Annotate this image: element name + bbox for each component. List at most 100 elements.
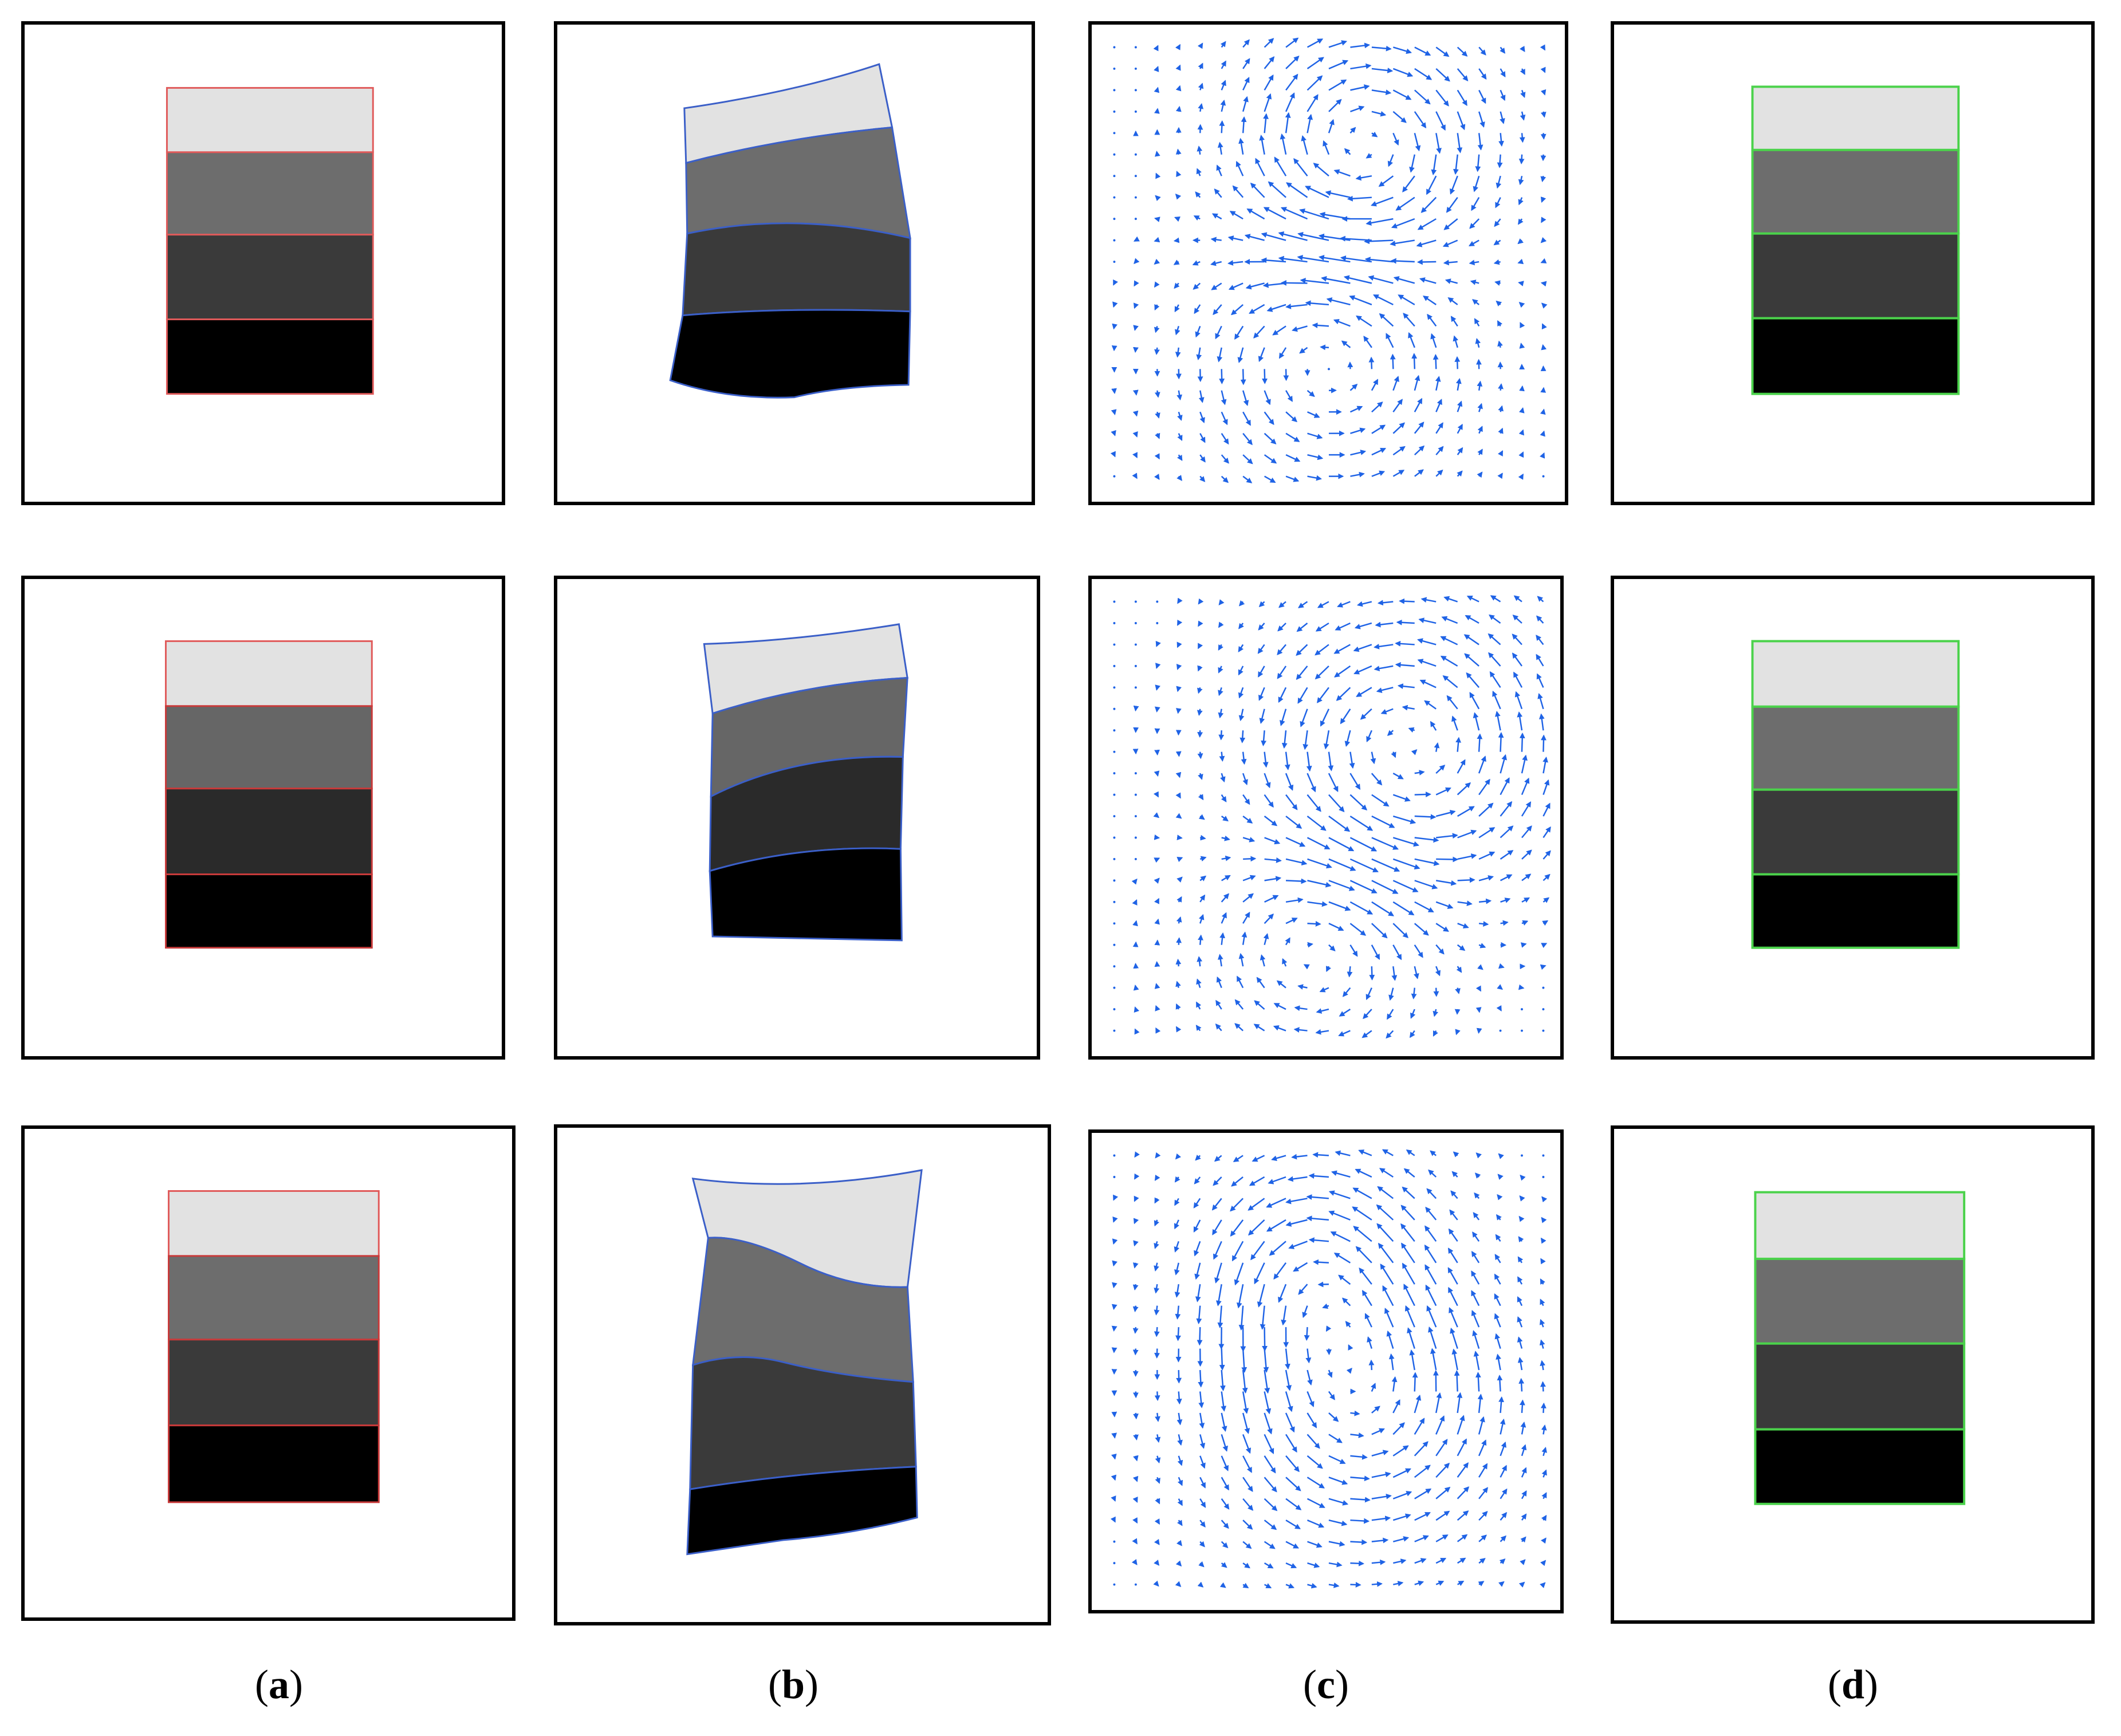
field-arrow — [1426, 175, 1437, 195]
field-arrow — [1500, 801, 1513, 817]
field-arrow — [1518, 301, 1525, 308]
field-arrow — [1112, 323, 1117, 330]
field-arrow — [1500, 825, 1514, 839]
field-arrow — [1371, 447, 1387, 456]
field-arrow — [1266, 304, 1286, 312]
field-arrow — [1280, 708, 1287, 726]
field-arrow — [1447, 1267, 1458, 1285]
field-arrow — [1386, 1330, 1394, 1349]
field-dot — [1134, 643, 1137, 646]
field-arrow — [1518, 1215, 1525, 1222]
field-arrow — [1242, 773, 1248, 786]
field-arrow — [1471, 1270, 1480, 1285]
field-arrow — [1175, 1003, 1181, 1010]
field-arrow — [1368, 275, 1394, 284]
field-arrow — [1398, 294, 1415, 306]
field-arrow — [1465, 615, 1479, 624]
field-arrow — [1392, 815, 1416, 824]
registered-layers-d-row2 — [1751, 640, 1960, 949]
field-dot — [1113, 622, 1116, 624]
field-arrow — [1284, 751, 1290, 770]
field-arrow — [1391, 218, 1415, 229]
field-arrow — [1478, 755, 1486, 774]
field-arrow — [1356, 601, 1372, 607]
field-arrow — [1392, 376, 1399, 391]
field-arrow — [1297, 601, 1308, 608]
field-arrow — [1542, 897, 1550, 903]
field-arrow — [1242, 475, 1253, 483]
field-arrow — [1278, 601, 1286, 608]
field-arrow — [1499, 1558, 1506, 1565]
field-arrow — [1521, 1490, 1527, 1499]
field-arrow — [1500, 46, 1506, 54]
field-arrow — [1264, 1477, 1277, 1493]
field-arrow — [1131, 1559, 1138, 1565]
field-arrow — [1113, 279, 1119, 286]
field-dot — [1328, 368, 1330, 371]
field-arrow — [1302, 730, 1309, 750]
field-arrow — [1414, 46, 1431, 56]
field-arrow — [1350, 42, 1371, 49]
field-arrow — [1174, 1262, 1180, 1276]
field-arrow — [1414, 770, 1425, 776]
field-arrow — [1291, 1154, 1308, 1160]
field-arrow — [1435, 966, 1441, 977]
field-arrow — [1349, 127, 1356, 134]
field-arrow — [1274, 156, 1287, 176]
field-arrow — [1435, 422, 1443, 434]
field-arrow — [1521, 777, 1530, 796]
panel-d-row1 — [1611, 21, 2095, 505]
field-arrow — [1199, 475, 1206, 482]
field-arrow — [1307, 816, 1327, 831]
field-arrow — [1371, 1428, 1385, 1435]
field-dot — [1113, 965, 1116, 968]
field-arrow — [1393, 1581, 1404, 1587]
field-arrow — [1199, 1412, 1205, 1429]
field-arrow — [1297, 687, 1308, 704]
panel-d-row3 — [1611, 1125, 2095, 1624]
field-arrow — [1498, 1153, 1504, 1159]
field-arrow — [1175, 813, 1182, 819]
field-arrow — [1435, 1510, 1450, 1521]
field-arrow — [1520, 942, 1527, 948]
field-arrow — [1404, 1305, 1415, 1328]
field-arrow — [1541, 323, 1547, 330]
field-arrow — [1313, 1259, 1329, 1265]
field-arrow — [1198, 390, 1205, 403]
field-arrow — [1238, 952, 1245, 967]
field-arrow — [1540, 1298, 1545, 1306]
field-arrow — [1457, 900, 1473, 906]
field-arrow — [1366, 730, 1372, 743]
field-arrow — [1308, 1173, 1329, 1179]
field-arrow — [1364, 257, 1394, 263]
field-arrow — [1155, 1412, 1160, 1422]
field-arrow — [1153, 812, 1160, 818]
field-arrow — [1395, 662, 1415, 668]
field-arrow — [1197, 751, 1203, 759]
field-arrow — [1196, 168, 1202, 176]
field-arrow — [1241, 1348, 1248, 1373]
field-arrow — [1264, 56, 1275, 69]
field-arrow — [1537, 692, 1544, 710]
field-arrow — [1349, 880, 1378, 893]
field-arrow — [1395, 196, 1415, 211]
field-arrow — [1514, 691, 1523, 710]
field-arrow — [1396, 619, 1415, 625]
field-dot — [1113, 815, 1116, 818]
field-arrow — [1154, 857, 1160, 863]
field-arrow — [1328, 794, 1345, 813]
field-arrow — [1333, 169, 1351, 177]
field-arrow — [1199, 894, 1206, 903]
field-arrow — [1475, 1372, 1481, 1392]
field-arrow — [1242, 1541, 1252, 1549]
field-dot — [1542, 1008, 1545, 1011]
field-arrow — [1249, 1176, 1265, 1186]
field-arrow — [1264, 816, 1278, 826]
field-arrow — [1414, 858, 1440, 866]
field-arrow — [1175, 44, 1181, 50]
field-arrow — [1154, 877, 1160, 884]
field-arrow — [1331, 1170, 1351, 1178]
field-arrow — [1242, 794, 1250, 805]
field-arrow — [1520, 46, 1525, 52]
field-arrow — [1392, 68, 1414, 77]
